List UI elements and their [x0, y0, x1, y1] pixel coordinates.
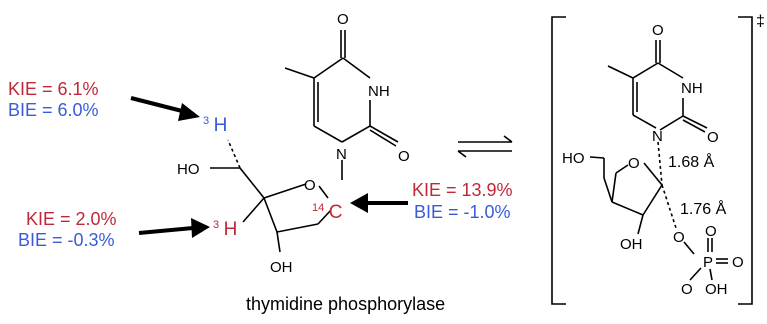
pointer-arrow-c1 [350, 193, 408, 213]
ts-o-right-atom: O [707, 129, 719, 146]
n1-atom: N [336, 146, 347, 163]
ho-atom: HO [177, 161, 200, 178]
ts-oh-atom: OH [620, 236, 643, 253]
thymidine-structure: O NH O N HO O OH 3 H 3 H 14 C [177, 11, 410, 276]
h3-label-top: 3 H [203, 111, 227, 136]
kie-h4-label: KIE = 2.0% [26, 209, 117, 229]
ts-distance-c-o: 1.76 Å [680, 199, 727, 218]
ts-ring-o-atom: O [628, 155, 640, 172]
ts-n1-atom: N [652, 128, 663, 145]
ts-double-dagger: ‡ [756, 13, 765, 30]
ts-p-oh-atom: OH [705, 281, 728, 298]
ts-o-top-atom: O [652, 22, 664, 39]
c14-label: 14 C [312, 198, 342, 223]
kie-c1-label: KIE = 13.9% [412, 180, 513, 200]
ts-p-o-bottom-atom: O [681, 281, 693, 298]
kie-h5-label: KIE = 6.1% [8, 79, 99, 99]
ts-p-o-top-atom: O [705, 223, 717, 240]
enzyme-caption: thymidine phosphorylase [246, 294, 445, 314]
ts-ho-atom: HO [562, 150, 585, 167]
nh-atom: NH [368, 83, 390, 100]
transition-state-structure: O NH O N HO O OH O P O O O OH 1.68 Å 1.7… [562, 22, 744, 298]
bie-h5-label: BIE = 6.0% [8, 100, 99, 120]
ts-p-o-right-atom: O [732, 254, 744, 271]
ts-nh-atom: NH [681, 80, 703, 97]
pointer-arrow-h4 [138, 218, 210, 238]
ts-distance-n-c: 1.68 Å [668, 152, 715, 171]
ts-p-atom: P [703, 254, 713, 271]
o-top-atom: O [337, 11, 349, 28]
ring-o-atom: O [304, 177, 316, 194]
ts-o-link-atom: O [673, 229, 685, 246]
equilibrium-arrows [457, 135, 513, 158]
bie-c1-label: BIE = -1.0% [414, 202, 511, 222]
o-right-atom: O [398, 148, 410, 165]
transition-state-brackets [551, 16, 753, 305]
h3-label-bottom: 3 H [213, 215, 237, 240]
pointer-arrow-h5 [130, 96, 200, 121]
oh-atom: OH [270, 259, 293, 276]
bie-h4-label: BIE = -0.3% [18, 230, 115, 250]
